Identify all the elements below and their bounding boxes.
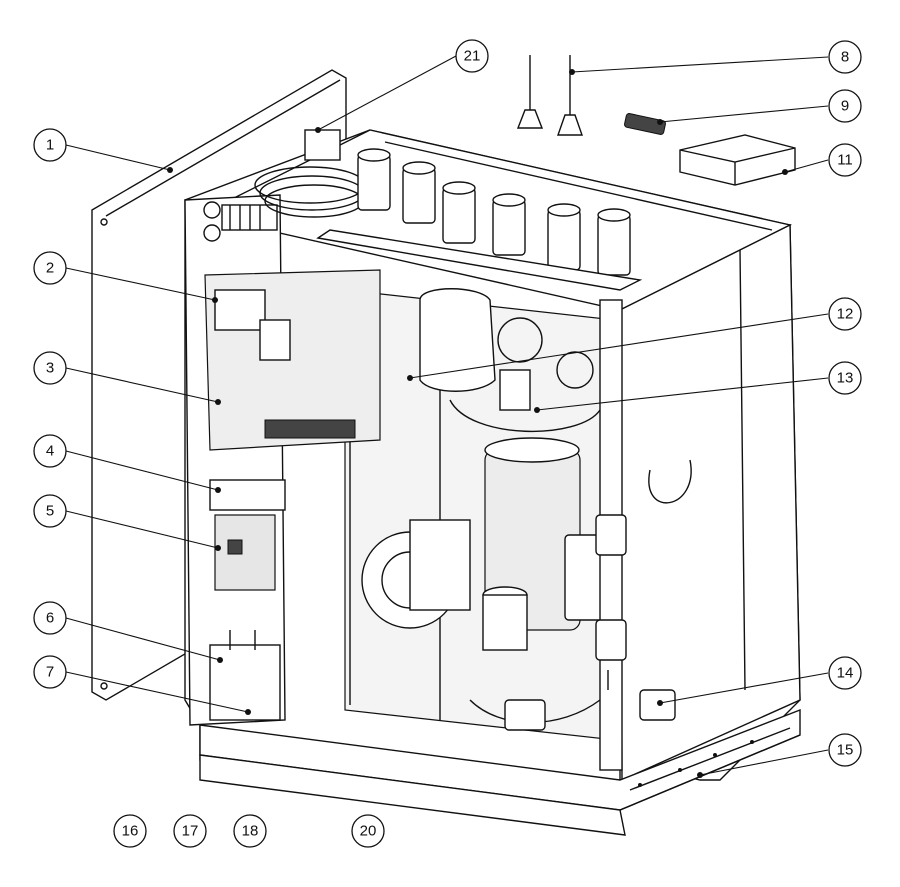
internal-components — [361, 288, 692, 771]
callout-13: 13 — [828, 361, 862, 395]
svg-text:7: 7 — [46, 664, 54, 681]
svg-text:8: 8 — [841, 49, 849, 66]
callout-21: 21 — [455, 39, 489, 73]
svg-text:6: 6 — [46, 610, 54, 627]
callout-20: 20 — [351, 814, 385, 848]
accessories — [516, 55, 796, 186]
svg-text:1: 1 — [46, 137, 54, 154]
callout-4: 4 — [33, 434, 67, 468]
callout-1: 1 — [33, 128, 67, 162]
svg-text:4: 4 — [46, 443, 54, 460]
callout-17: 17 — [173, 814, 207, 848]
callout-6: 6 — [33, 601, 67, 635]
svg-text:14: 14 — [837, 665, 854, 682]
svg-text:16: 16 — [122, 823, 139, 840]
svg-text:17: 17 — [182, 823, 199, 840]
callout-2: 2 — [33, 251, 67, 285]
callout-7: 7 — [33, 655, 67, 689]
svg-text:21: 21 — [464, 48, 481, 65]
svg-text:5: 5 — [46, 503, 54, 520]
base-frame — [199, 708, 801, 836]
callout-12: 12 — [828, 297, 862, 331]
callout-3: 3 — [33, 351, 67, 385]
callout-5: 5 — [33, 494, 67, 528]
callout-16: 16 — [113, 814, 147, 848]
svg-text:18: 18 — [242, 823, 259, 840]
callout-14: 14 — [828, 656, 862, 690]
svg-text:3: 3 — [46, 360, 54, 377]
svg-text:13: 13 — [837, 370, 854, 387]
svg-text:20: 20 — [360, 823, 377, 840]
svg-text:12: 12 — [837, 306, 854, 323]
callouts: 1 2 3 4 5 6 7 8 9 11 12 13 14 15 16 17 1… — [33, 39, 862, 848]
coiled-hose — [254, 129, 366, 218]
svg-text:9: 9 — [841, 98, 849, 115]
callout-18: 18 — [233, 814, 267, 848]
electrical-box — [184, 194, 381, 726]
terminal-block — [221, 204, 278, 231]
callout-8: 8 — [828, 40, 862, 74]
callout-11: 11 — [828, 143, 862, 177]
top-valves — [316, 148, 643, 291]
leader-lines — [65, 55, 829, 778]
svg-text:11: 11 — [837, 152, 853, 169]
callout-9: 9 — [828, 89, 862, 123]
callout-15: 15 — [828, 733, 862, 767]
svg-text:2: 2 — [46, 260, 54, 277]
svg-text:15: 15 — [837, 742, 854, 759]
